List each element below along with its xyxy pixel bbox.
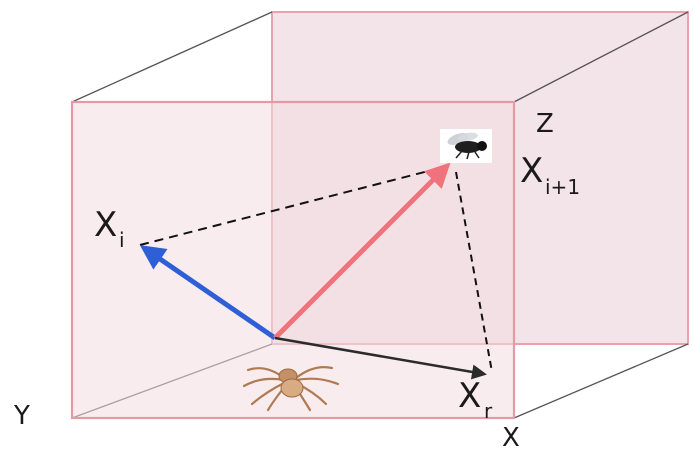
vector-x-i [139, 245, 277, 341]
fly-icon [440, 129, 492, 163]
label-x-next-sub: i+1 [545, 175, 580, 199]
axis-label-z: Z [536, 109, 554, 139]
dashed-line-xi-to-xnext [139, 165, 449, 246]
vector-x-r [274, 336, 487, 380]
dashed-line-xnext-to-xr [455, 171, 493, 373]
label-x-r-main: X [458, 376, 481, 416]
label-x-next-main: X [520, 151, 543, 191]
label-x-i-main: X [94, 205, 117, 245]
box-edge-bottom-right [513, 343, 689, 419]
label-x-next: X i+1 [520, 151, 580, 199]
label-x-i-sub: i [119, 228, 125, 252]
axis-label-y: Y [13, 401, 30, 431]
vector-x-next [273, 162, 451, 340]
axis-label-x: X [502, 423, 520, 450]
box-edge-top-right [513, 11, 689, 103]
spider-icon [242, 366, 340, 412]
box-edge-top-left [71, 11, 273, 103]
label-x-i: X i [94, 205, 125, 252]
label-x-r: X r [458, 376, 493, 423]
label-x-r-sub: r [484, 399, 493, 423]
